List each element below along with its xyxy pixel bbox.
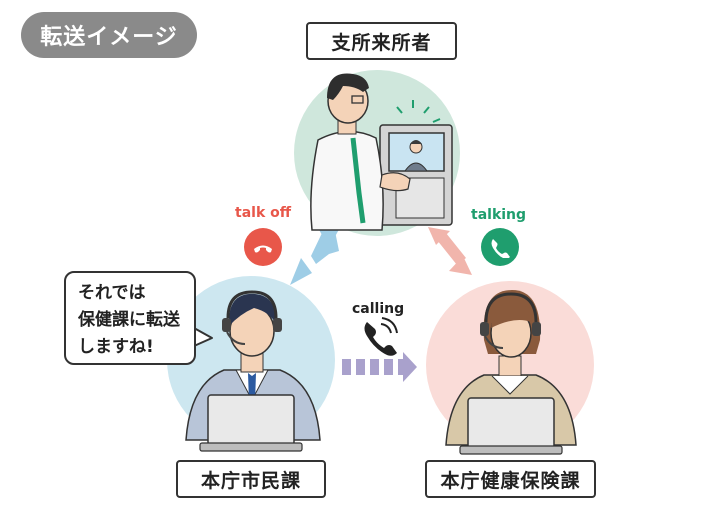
video-kiosk: [379, 100, 453, 226]
health-operator: [445, 290, 577, 455]
phone-calling-icon: [364, 317, 398, 356]
citizen-operator: [185, 290, 321, 452]
speech-line-1: それでは: [78, 283, 146, 303]
speech-line-3: しますね!: [78, 337, 154, 357]
link-arrow-citizen-visitor: [290, 226, 341, 285]
talking-label: talking: [471, 207, 527, 223]
phone-icon: [481, 228, 519, 266]
visitor-person: [310, 73, 411, 231]
speech-line-2: 保健課に転送: [78, 310, 180, 330]
speech-bubble: それでは 保健課に転送 しますね!: [64, 271, 196, 365]
page-title: 転送イメージ: [21, 12, 197, 58]
calling-label: calling: [352, 301, 405, 317]
link-arrow-visitor-health: [428, 227, 472, 275]
node-label-citizen-section: 本庁市民課: [176, 460, 326, 498]
talk-off-label: talk off: [235, 205, 292, 221]
node-label-health-section: 本庁健康保険課: [425, 460, 596, 498]
calling-arrow: [342, 352, 417, 382]
speech-bubble-tail: [193, 327, 213, 347]
node-label-branch-visitor: 支所来所者: [306, 22, 457, 60]
phone-hangup-icon: [244, 228, 282, 266]
